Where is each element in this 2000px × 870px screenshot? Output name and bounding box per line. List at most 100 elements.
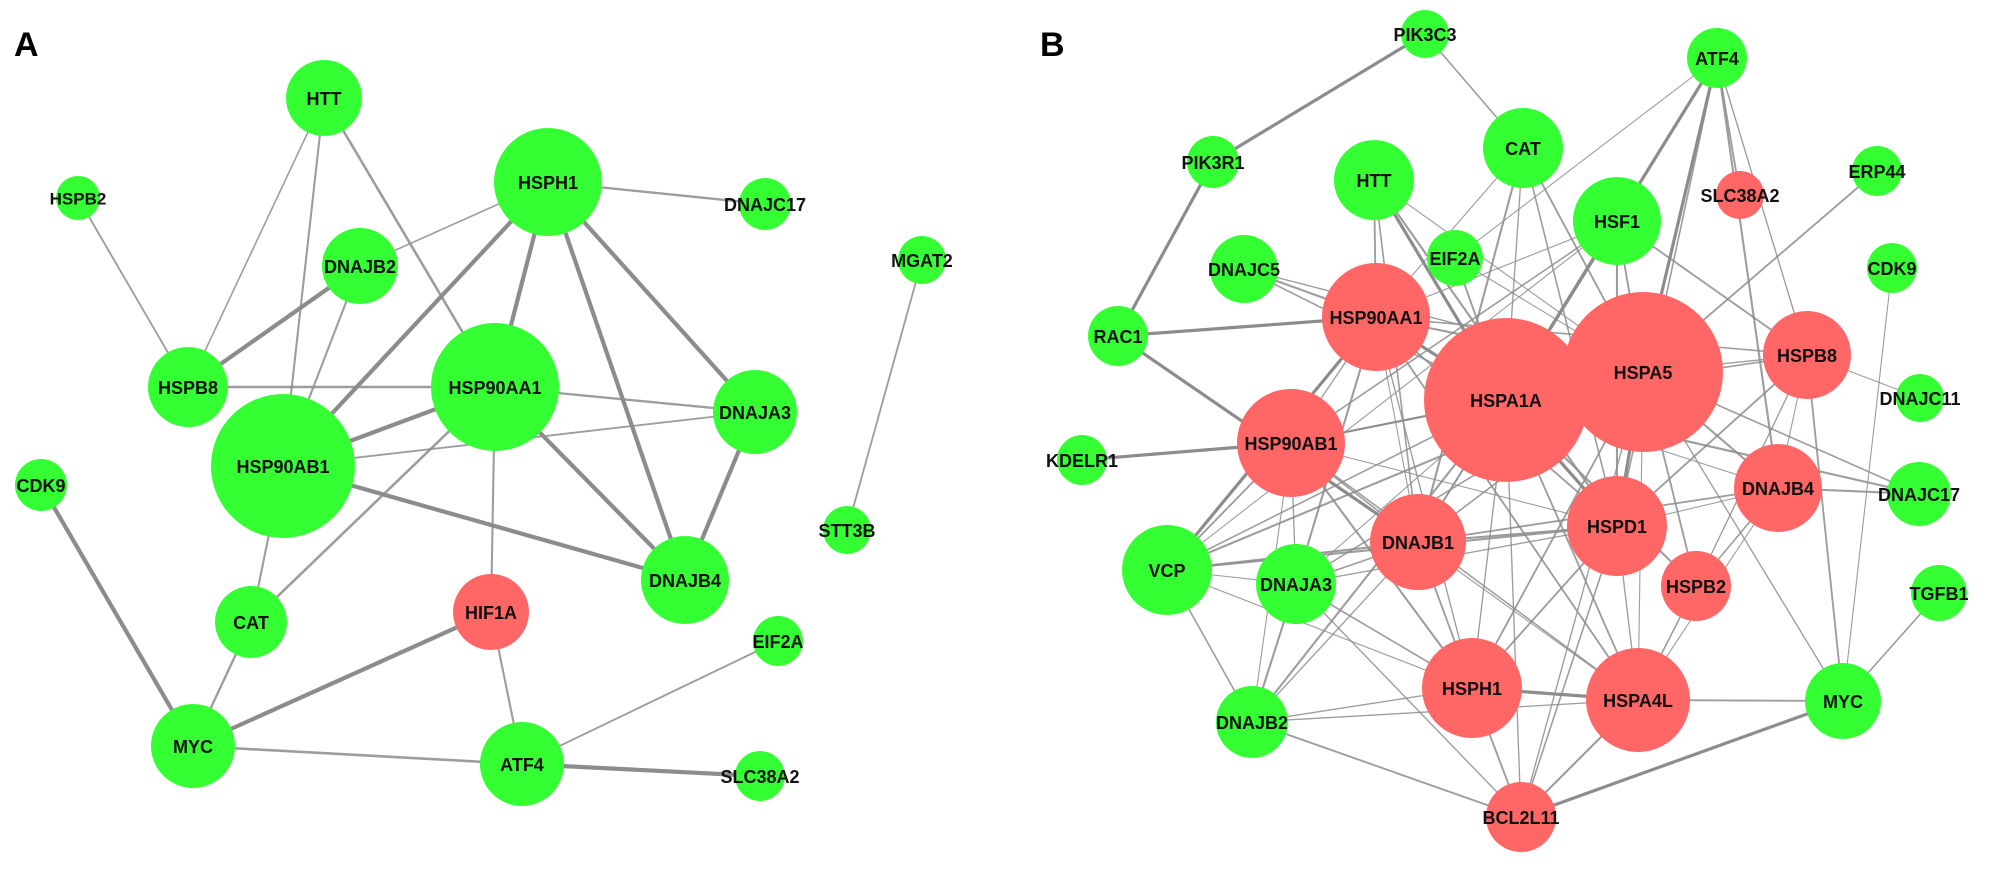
panel-b-edge-hsf1-vcp — [1166, 220, 1618, 571]
panel-b-node-dnaja3: DNAJA3 — [1256, 544, 1336, 624]
panel-b-edge-atf4-eif2a — [1454, 57, 1718, 259]
panel-a-node-circle-slc38a2 — [735, 751, 785, 801]
panel-b-edge-hsph1-vcp — [1166, 569, 1473, 689]
panel-a-node-circle-mgat2 — [898, 236, 946, 284]
panel-a-node-cdk9: CDK9 — [15, 459, 67, 511]
panel-a-node-hspb2: HSPB2 — [50, 176, 107, 220]
panel-b-node-label-dnajb2: DNAJB2 — [1216, 713, 1288, 733]
panel-a-node-label-hspb2: HSPB2 — [50, 190, 107, 209]
panel-b-node-label-hspd1: HSPD1 — [1587, 517, 1647, 537]
panel-a-node-label-myc: MYC — [173, 737, 213, 757]
panel-b-edge-atf4-dnajb4 — [1715, 57, 1780, 489]
panel-a-node-label-slc38a2: SLC38A2 — [720, 767, 799, 787]
panel-a-node-hsph1: HSPH1 — [494, 128, 602, 236]
panel-a-node-slc38a2: SLC38A2 — [720, 751, 800, 801]
panel-b-node-label-hspa4l: HSPA4L — [1603, 691, 1673, 711]
panel-a-edge-cdk9-myc — [39, 483, 195, 748]
panel-b-node-circle-cat — [1483, 108, 1563, 188]
panel-b-letter: B — [1040, 26, 1065, 64]
panel-a-node-hspb8: HSPB8 — [148, 347, 228, 427]
panel-a-edge-hsph1-dnajb4 — [546, 181, 687, 581]
panel-b-node-pik3c3: PIK3C3 — [1393, 10, 1457, 58]
panel-b-node-label-hsf1: HSF1 — [1594, 212, 1640, 232]
panel-b-node-circle-dnajb1 — [1370, 494, 1466, 590]
panel-b-edge-cdk9-myc — [1842, 267, 1893, 702]
panel-b-network: PIK3C3ATF4CATPIK3R1HTTSLC38A2ERP44HSF1DN… — [1046, 10, 1969, 852]
panel-b-node-hsph1: HSPH1 — [1422, 638, 1522, 738]
panel-a-node-hif1a: HIF1A — [453, 574, 529, 650]
panel-b-node-label-hspa5: HSPA5 — [1614, 363, 1673, 383]
panel-b-node-hspb2: HSPB2 — [1661, 551, 1731, 621]
panel-a-edge-hif1a-myc — [192, 610, 492, 748]
panel-b-node-atf4: ATF4 — [1687, 28, 1747, 88]
panel-b-node-dnajc11: DNAJC11 — [1879, 374, 1961, 422]
panel-a-letter: A — [14, 26, 39, 64]
panel-a-edge-atf4-eif2a — [521, 640, 779, 765]
panel-b-node-pik3r1: PIK3R1 — [1181, 136, 1245, 188]
panel-b-node-label-hsp90aa1: HSP90AA1 — [1329, 308, 1422, 328]
panel-b-node-circle-hspa1a — [1424, 318, 1588, 482]
panel-b-node-hspd1: HSPD1 — [1567, 476, 1667, 576]
panel-a-node-dnajc17: DNAJC17 — [724, 178, 806, 230]
panel-a-node-atf4: ATF4 — [480, 722, 564, 806]
panel-b-node-label-cat: CAT — [1505, 139, 1541, 159]
panel-a-node-circle-hsp90ab1 — [211, 394, 355, 538]
panel-a-node-circle-cat — [215, 586, 287, 658]
panel-b-node-htt: HTT — [1334, 140, 1414, 220]
panel-b-edge-atf4-hspb8 — [1716, 57, 1808, 356]
panel-a-node-label-atf4: ATF4 — [500, 755, 544, 775]
panel-b-node-circle-dnajc5 — [1210, 235, 1278, 303]
panel-b-node-label-htt: HTT — [1357, 171, 1392, 191]
panel-a-node-label-hsph1: HSPH1 — [518, 173, 578, 193]
panel-b-node-circle-hspb2 — [1661, 551, 1731, 621]
panel-a-node-circle-hspb2 — [56, 176, 100, 220]
panel-b-node-hsp90ab1: HSP90AB1 — [1237, 389, 1345, 497]
panel-b-node-circle-tgfb1 — [1911, 565, 1967, 621]
panel-a-node-label-hsp90ab1: HSP90AB1 — [236, 457, 329, 477]
panel-b-node-dnajc17: DNAJC17 — [1878, 462, 1960, 526]
panel-b-node-label-atf4: ATF4 — [1695, 49, 1739, 69]
panel-b-node-hsf1: HSF1 — [1573, 177, 1661, 265]
panel-b-node-label-hspa1a: HSPA1A — [1470, 391, 1542, 411]
panel-a-node-circle-dnajb4 — [641, 536, 729, 624]
panel-a-node-myc: MYC — [151, 704, 235, 788]
panel-a-node-eif2a: EIF2A — [752, 616, 804, 666]
panel-b-edge-cat-hspd1 — [1522, 147, 1618, 527]
panel-a-node-circle-hsp90aa1 — [431, 323, 559, 451]
panel-b-node-circle-hsph1 — [1422, 638, 1522, 738]
panel-a-node-stt3b: STT3B — [818, 506, 876, 554]
panel-a-node-circle-stt3b — [823, 506, 871, 554]
panel-a-node-label-stt3b: STT3B — [818, 521, 875, 541]
panel-a-node-hsp90aa1: HSP90AA1 — [431, 323, 559, 451]
panel-b-node-circle-htt — [1334, 140, 1414, 220]
panel-a-node-label-mgat2: MGAT2 — [891, 251, 953, 271]
panel-a-node-mgat2: MGAT2 — [891, 236, 953, 284]
panel-a-node-dnajb2: DNAJB2 — [322, 228, 398, 304]
panel-b-node-circle-hspa4l — [1586, 648, 1690, 752]
panel-a-node-label-htt: HTT — [307, 89, 342, 109]
panel-b-node-label-cdk9: CDK9 — [1867, 259, 1916, 279]
panel-b-node-label-bcl2l11: BCL2L11 — [1482, 808, 1559, 828]
panel-b-node-label-hsph1: HSPH1 — [1442, 679, 1502, 699]
panel-a-node-circle-hsph1 — [494, 128, 602, 236]
panel-a-node-label-eif2a: EIF2A — [752, 632, 803, 652]
panel-b-node-dnajb2: DNAJB2 — [1216, 686, 1288, 758]
panel-a-edge-mgat2-stt3b — [846, 259, 923, 531]
panel-b-node-label-vcp: VCP — [1148, 561, 1185, 581]
panel-b-node-hspa1a: HSPA1A — [1424, 318, 1588, 482]
panel-a-node-htt: HTT — [286, 60, 362, 136]
panel-b-node-kdelr1: KDELR1 — [1046, 435, 1118, 485]
panel-b-node-circle-dnaja3 — [1256, 544, 1336, 624]
panel-b-node-label-dnajb4: DNAJB4 — [1742, 479, 1814, 499]
panel-b-node-hspa4l: HSPA4L — [1586, 648, 1690, 752]
panel-b-edge-hsp90ab1-hspd1 — [1290, 442, 1618, 527]
panel-b-node-label-dnaja3: DNAJA3 — [1260, 575, 1332, 595]
panel-b-node-rac1: RAC1 — [1088, 306, 1148, 366]
panel-b-node-hspa5: HSPA5 — [1563, 292, 1723, 452]
panel-b-node-label-myc: MYC — [1823, 692, 1863, 712]
panel-a-edge-htt-hspb8 — [187, 97, 325, 388]
panel-b-node-label-eif2a: EIF2A — [1429, 249, 1480, 269]
panel-a-node-circle-dnaja3 — [713, 370, 797, 454]
panel-a-node-circle-atf4 — [480, 722, 564, 806]
